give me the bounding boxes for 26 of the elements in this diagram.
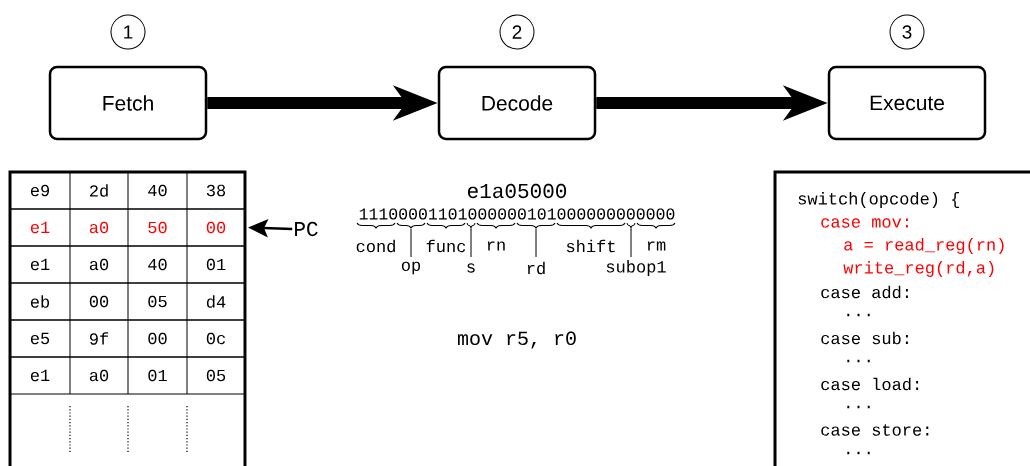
process-box: Decode [437, 65, 597, 141]
field-label: s [467, 263, 475, 273]
code-box: switch(opcode) { case mov: a = read_reg(rn) write_reg(rd,a) case add: ... case sub: ... case load: ... case store: ... [773, 170, 1030, 466]
process-box: Fetch [48, 65, 208, 141]
field-label: func [426, 239, 466, 253]
instruction-text: mov r5, r0 [457, 331, 576, 349]
field-label: subop1 [606, 260, 666, 276]
field-label: op [401, 261, 421, 275]
memory-row: e5 9f 00 0c [9, 319, 246, 358]
step-number: 1 [110, 14, 146, 50]
process-box: Execute [827, 65, 987, 141]
field-label: rn [487, 241, 505, 251]
step-number: 2 [499, 14, 535, 50]
bit-string: 11100001101000000101000000000000 [359, 208, 675, 220]
hex-word: e1a05000 [467, 183, 567, 199]
memory-row: e9 2d 40 38 [9, 171, 246, 210]
memory-row: e1 a0 01 05 [9, 356, 246, 395]
field-label: rd [527, 261, 545, 275]
memory-row: eb 00 05 d4 [9, 282, 246, 321]
step-number: 3 [889, 14, 925, 50]
pointer-label: PC [295, 221, 318, 237]
field-label: shift [566, 239, 615, 253]
memory-row: e1 a0 40 01 [9, 245, 246, 284]
field-label: cond [356, 239, 395, 253]
memory-row: e1 a0 50 00 [9, 208, 246, 247]
field-label: rm [647, 241, 666, 251]
